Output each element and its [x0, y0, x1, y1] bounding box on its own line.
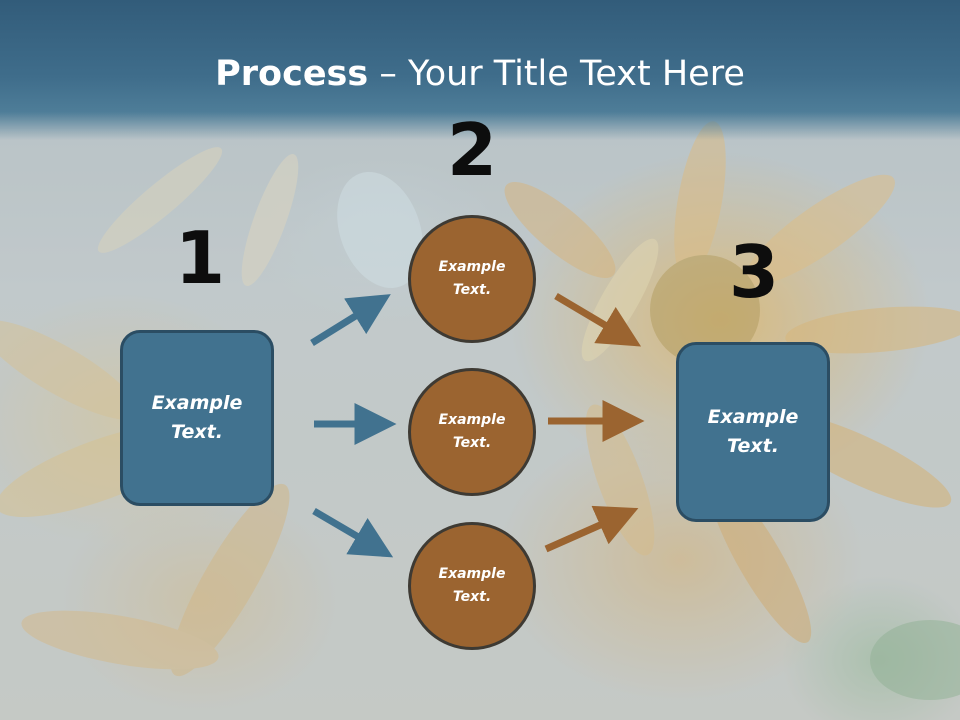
step2-circle-middle[interactable]: Example Text.	[408, 368, 536, 496]
slide-title: Process – Your Title Text Here	[0, 52, 960, 96]
step-number-3: 3	[728, 230, 780, 314]
step3-box[interactable]: Example Text.	[676, 342, 830, 522]
step1-box-text: Example Text.	[151, 392, 243, 443]
step1-box[interactable]: Example Text.	[120, 330, 274, 506]
title-band	[0, 0, 960, 140]
title-bold: Process	[215, 54, 369, 94]
arrow-brown-down	[554, 292, 642, 347]
step2-circle-top[interactable]: Example Text.	[408, 215, 536, 343]
circle-top-text: Example Text.	[438, 259, 506, 298]
arrow-blue-down	[312, 507, 394, 558]
circle-bottom-text: Example Text.	[438, 566, 506, 605]
step-number-1: 1	[174, 216, 226, 300]
step-number-2: 2	[446, 108, 498, 192]
circle-middle-text: Example Text.	[438, 412, 506, 451]
arrow-blue-up	[310, 294, 391, 346]
arrow-brown-up	[544, 505, 639, 553]
step3-box-text: Example Text.	[707, 406, 799, 457]
title-rest: – Your Title Text Here	[368, 54, 745, 94]
step2-circle-bottom[interactable]: Example Text.	[408, 522, 536, 650]
